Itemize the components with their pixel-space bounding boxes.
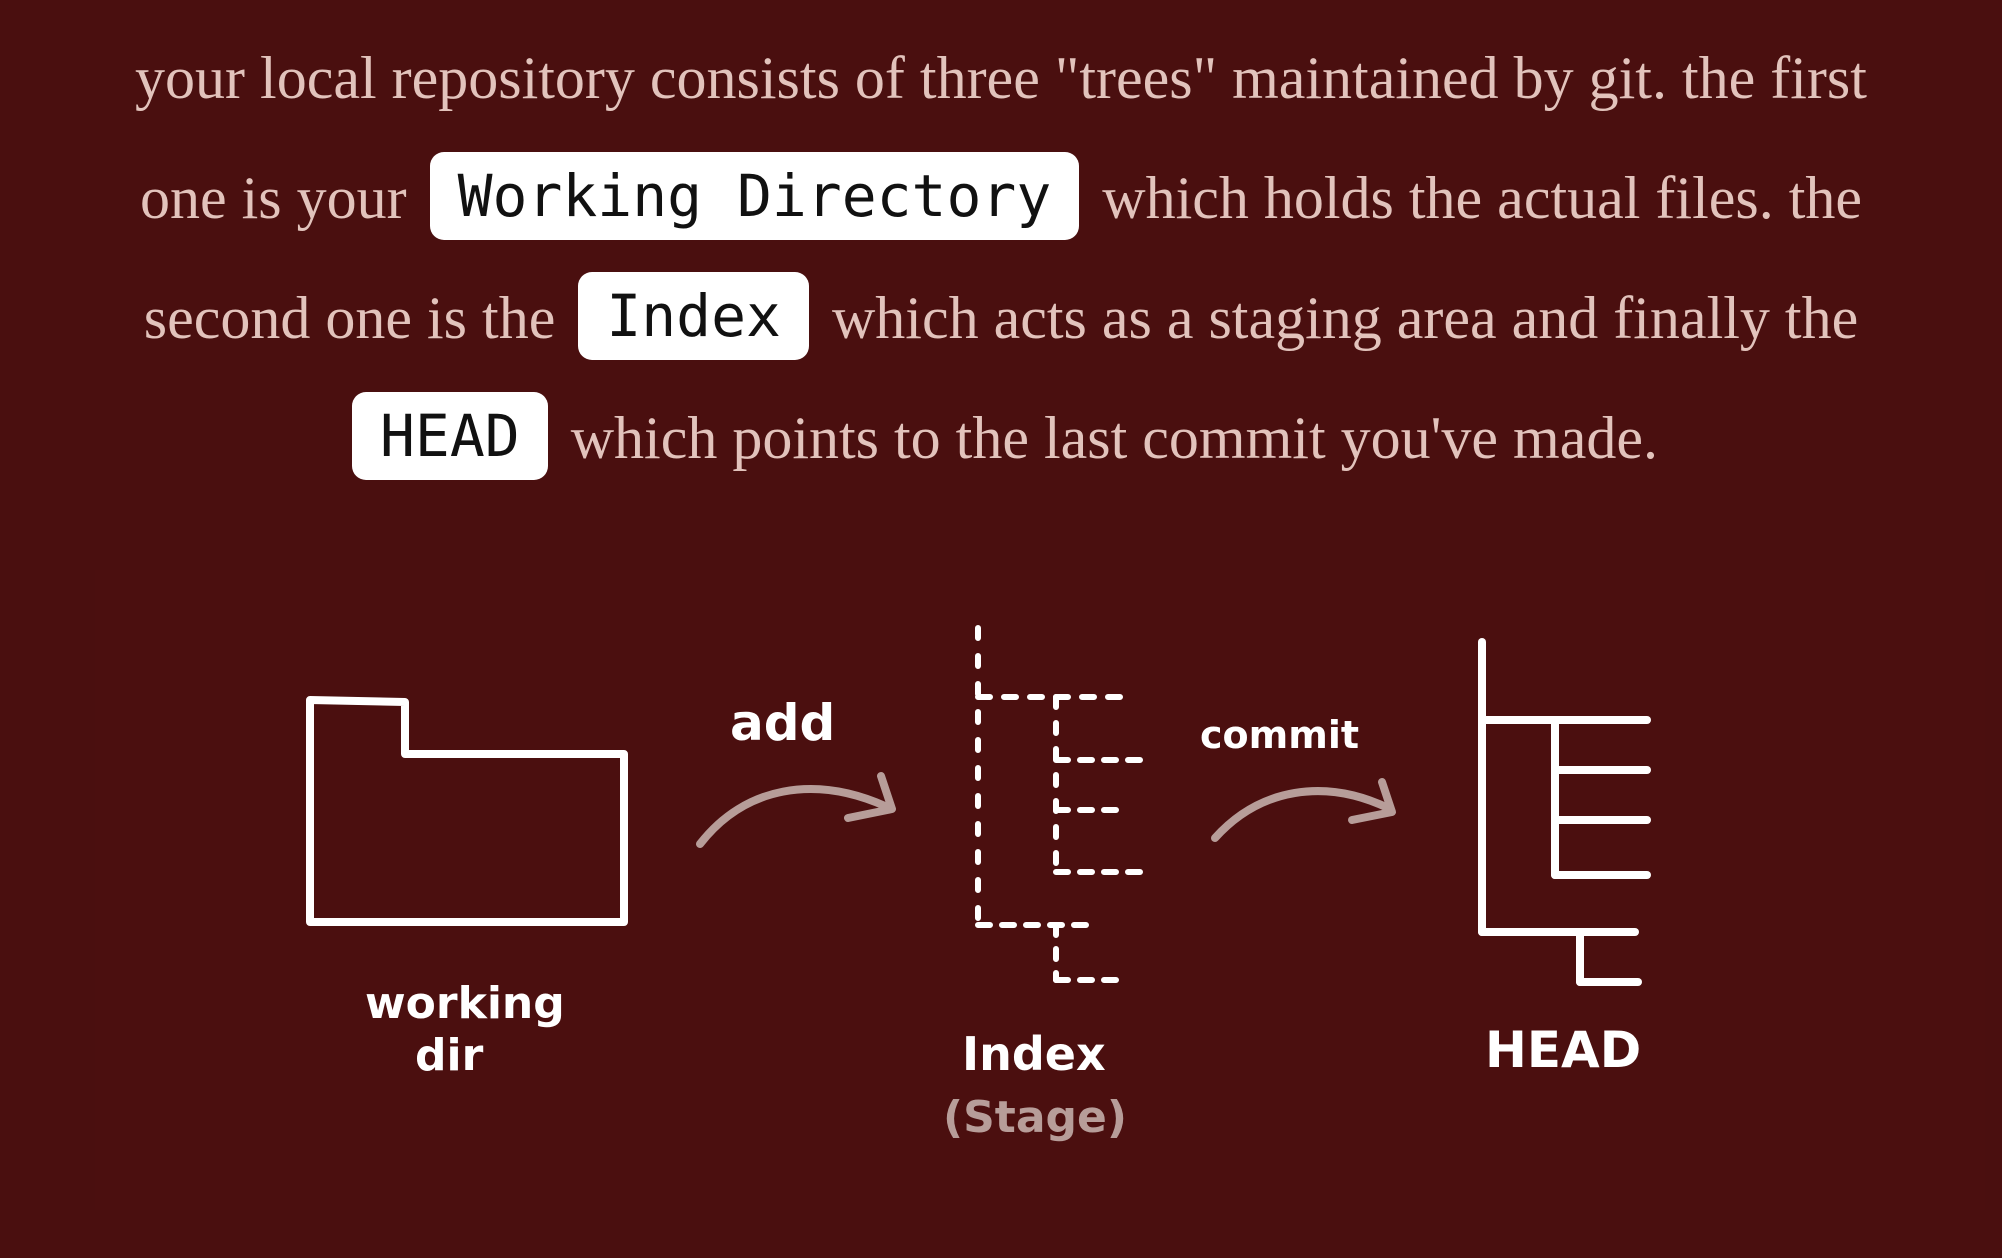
working-dir-label-line1: working — [365, 978, 565, 1029]
index-tree-icon — [975, 625, 1145, 983]
add-arrow-icon — [696, 772, 896, 848]
commit-arrow-icon — [1211, 778, 1396, 842]
intro-paragraph: your local repository consists of three … — [0, 18, 2002, 498]
intro-line-4: HEAD which points to the last commit you… — [0, 378, 2002, 498]
git-trees-diagram: working dir add commit Index (Stage) HEA… — [95, 570, 1985, 1210]
index-label: Index — [962, 1027, 1106, 1081]
head-tree-icon — [1478, 638, 1651, 986]
working-dir-label-line2: dir — [415, 1030, 484, 1081]
diagram-svg: working dir add commit Index (Stage) HEA… — [306, 625, 1651, 1143]
code-index: Index — [578, 272, 809, 360]
intro-line-3-before: second one is the — [143, 285, 556, 351]
add-label: add — [730, 694, 835, 752]
intro-line-3-after: which acts as a staging area and finally… — [831, 285, 1859, 351]
intro-line-1: your local repository consists of three … — [135, 45, 1867, 111]
head-label: HEAD — [1485, 1021, 1641, 1079]
intro-line-2: one is your Working Directory which hold… — [0, 138, 2002, 258]
code-working-directory: Working Directory — [429, 152, 1080, 240]
intro-line-2-before: one is your — [139, 165, 407, 231]
stage-label: (Stage) — [943, 1092, 1127, 1143]
intro-line-4-after: which points to the last commit you've m… — [570, 405, 1658, 471]
intro-line-3: second one is the Index which acts as a … — [0, 258, 2002, 378]
intro-line-2-after: which holds the actual files. the — [1102, 165, 1863, 231]
folder-icon — [306, 696, 628, 926]
commit-label: commit — [1200, 713, 1359, 757]
code-head: HEAD — [352, 392, 548, 480]
